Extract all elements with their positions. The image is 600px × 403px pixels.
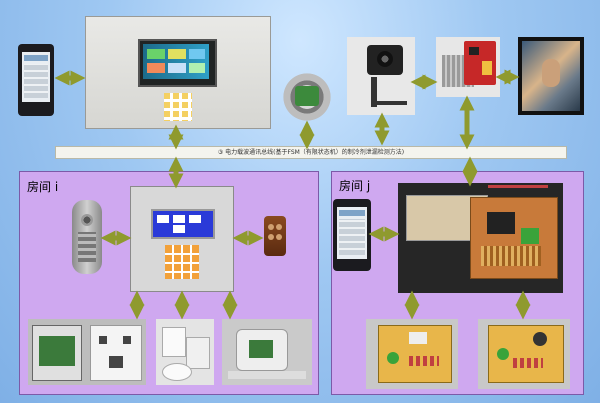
outlet-module-photo: [28, 319, 146, 385]
camera-photo: [347, 37, 415, 115]
room-j-smartphone-photo: [333, 199, 371, 271]
room-j-controller-assembly-photo: [398, 183, 563, 293]
room-j-title: 房间 j: [339, 179, 371, 193]
room-i-title: 房间 i: [27, 180, 59, 194]
smartphone-photo: [18, 44, 54, 116]
main-controller-box-photo: [85, 16, 271, 129]
room-j-module-left-photo: [366, 319, 458, 389]
video-monitor-photo: [518, 37, 584, 115]
room-i-controller-photo: [130, 186, 234, 292]
sensor-detector-photo: [156, 319, 214, 385]
keypad: [164, 93, 192, 121]
touch-screen: [138, 39, 217, 87]
round-smoke-detector-photo: [277, 72, 337, 122]
wireless-gateway-board-photo: [436, 37, 500, 97]
room-j-module-right-photo: [478, 319, 570, 389]
ir-remote-photo: [72, 200, 102, 274]
key-fob-remote-photo: [264, 216, 286, 256]
valve-board-photo: [222, 319, 312, 385]
